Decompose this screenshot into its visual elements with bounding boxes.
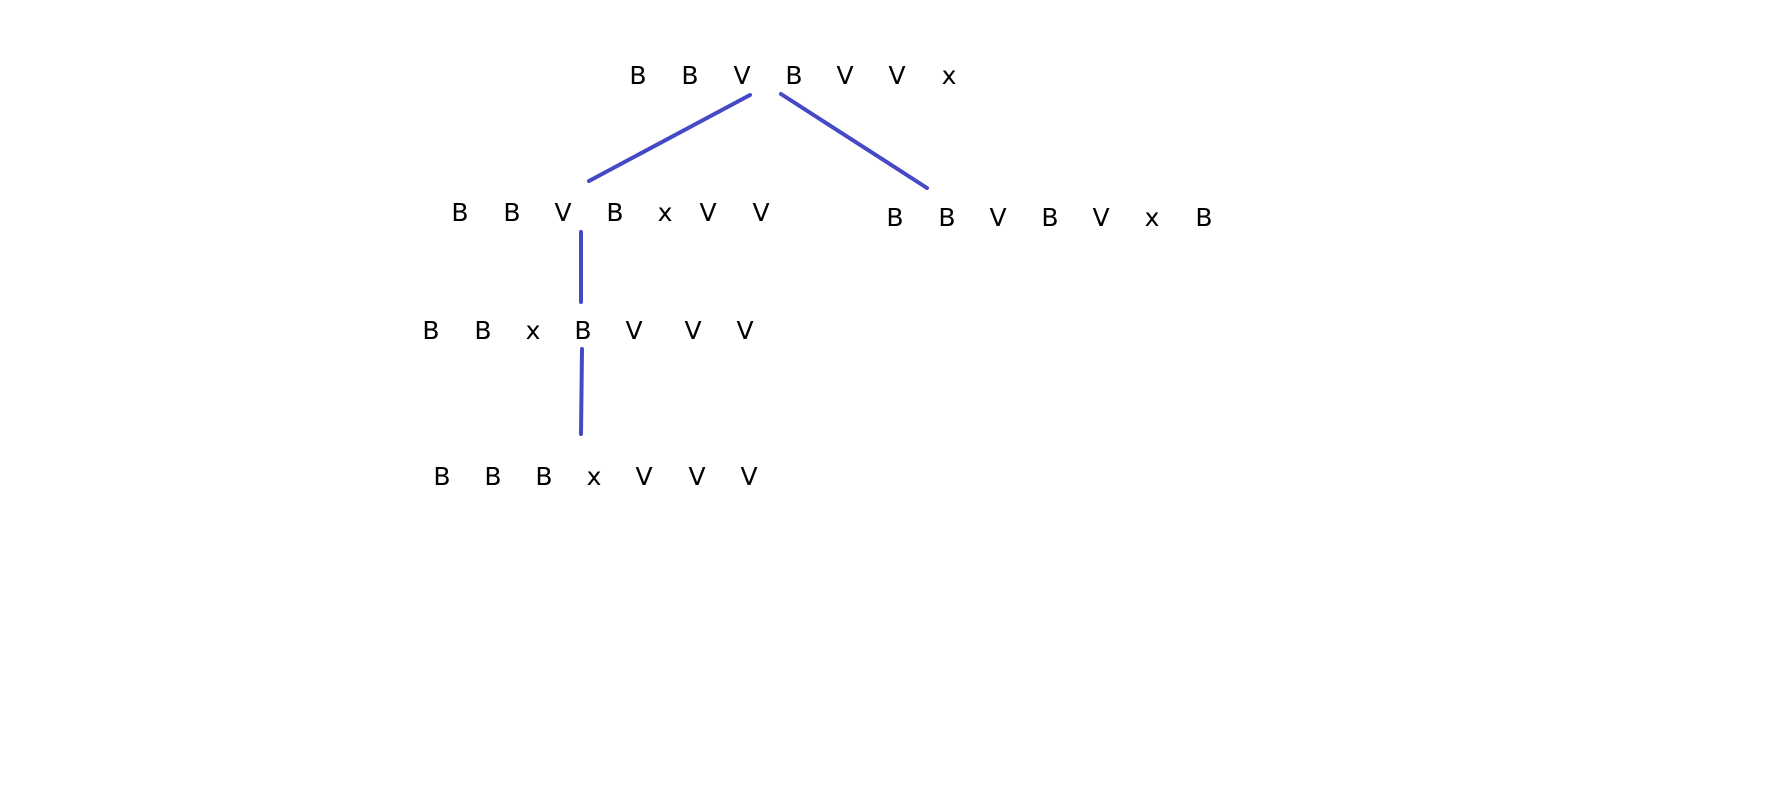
token: V [740,462,758,491]
token: V [888,61,906,90]
token: x [941,61,957,90]
token: V [684,316,702,345]
token: B [574,316,592,345]
token: B [629,61,647,90]
token: B [785,61,803,90]
edge-root-to-right-child [779,92,929,190]
edge-grandchild-to-great-grandchild [579,347,584,436]
edge-root-to-left-child [587,93,752,183]
token: x [1144,203,1160,232]
token: B [938,203,956,232]
token: B [681,61,699,90]
token: B [606,198,624,227]
token: B [886,203,904,232]
token: V [733,61,751,90]
token: B [484,462,502,491]
token: V [635,462,653,491]
token: x [586,462,602,491]
token: V [752,198,770,227]
token: V [989,203,1007,232]
token: V [699,198,717,227]
token: B [1041,203,1059,232]
token: B [503,198,521,227]
token: V [554,198,572,227]
token: B [451,198,469,227]
token: B [433,462,451,491]
token: V [736,316,754,345]
token: B [422,316,440,345]
token: V [836,61,854,90]
token: x [657,198,673,227]
token: V [625,316,643,345]
token: x [525,316,541,345]
token: V [1092,203,1110,232]
token: B [474,316,492,345]
token: B [1195,203,1213,232]
token: V [688,462,706,491]
token: B [535,462,553,491]
